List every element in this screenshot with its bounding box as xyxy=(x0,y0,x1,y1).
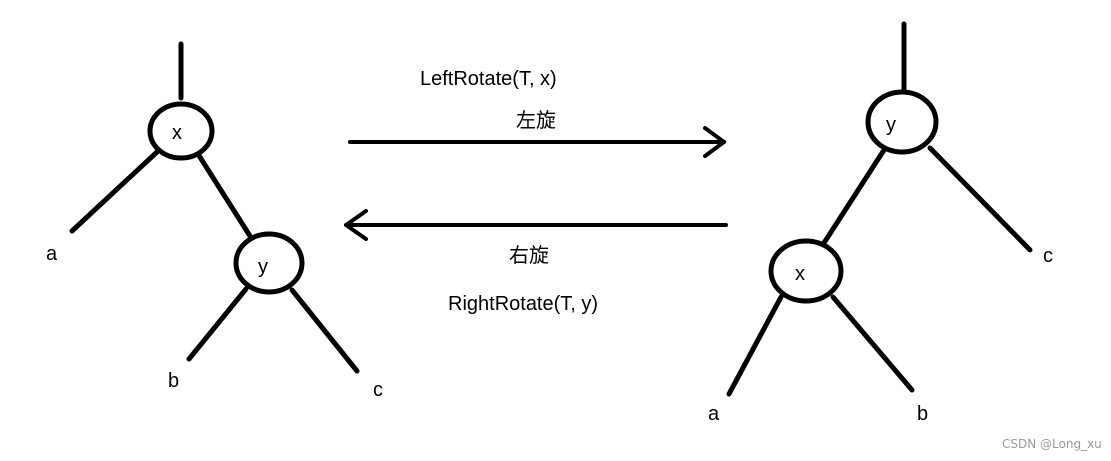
right-tree-edge-x-b xyxy=(830,294,915,393)
right-rotate-cn-label: 右旋 xyxy=(509,243,549,267)
left-tree-edge-x-y xyxy=(195,151,253,239)
left-tree-edge-x-a xyxy=(69,149,160,234)
left-tree-leaf-a: a xyxy=(46,243,58,265)
right-tree xyxy=(726,21,1033,397)
left-tree-leaf-c: c xyxy=(373,379,383,401)
right-tree-edge-y-c xyxy=(927,145,1033,253)
left-rotate-cn-label: 左旋 xyxy=(516,108,556,132)
right-tree-node-x-circle xyxy=(768,238,844,304)
right-tree-node-y-circle xyxy=(865,89,939,155)
left-tree-edge-y-b xyxy=(186,286,249,362)
left-tree-node-y-label: y xyxy=(258,256,268,278)
left-tree xyxy=(69,41,360,374)
watermark: CSDN @Long_xu xyxy=(1002,437,1102,451)
right-tree-leaf-b: b xyxy=(917,403,928,425)
right-tree-edge-x-a xyxy=(726,294,784,397)
right-tree-node-x-label: x xyxy=(795,263,805,285)
left-tree-leaf-b: b xyxy=(168,370,179,392)
left-tree-edge-y-c xyxy=(289,287,360,374)
right-tree-node-y-label: y xyxy=(886,114,896,136)
left-tree-node-x-label: x xyxy=(172,122,182,144)
left-rotate-label: LeftRotate(T, x) xyxy=(420,68,557,90)
right-rotate-arrow xyxy=(344,209,728,241)
right-tree-leaf-c: c xyxy=(1043,245,1053,267)
left-tree-node-x-circle xyxy=(147,101,215,161)
left-tree-node-y-circle xyxy=(233,231,305,295)
right-tree-edge-y-x xyxy=(819,147,887,249)
right-rotate-label: RightRotate(T, y) xyxy=(448,293,598,315)
left-rotate-arrow xyxy=(348,126,726,158)
right-tree-leaf-a: a xyxy=(708,403,720,425)
